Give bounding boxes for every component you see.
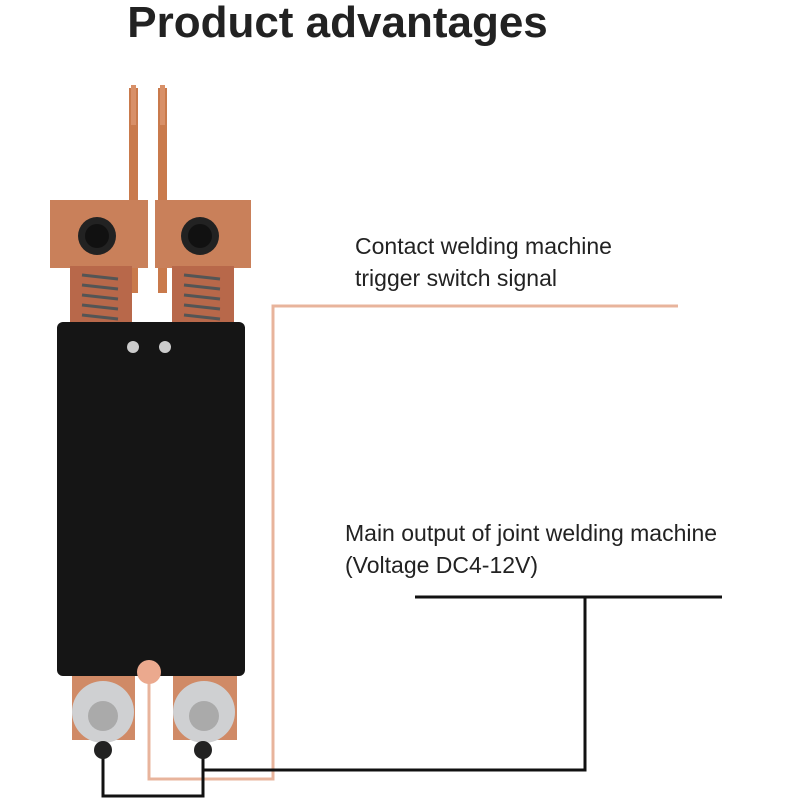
page-title: Product advantages xyxy=(127,0,548,47)
output-line xyxy=(101,595,722,798)
output-terminals xyxy=(72,676,237,743)
pen-body xyxy=(57,322,245,676)
main-output-annotation: Main output of joint welding machine (Vo… xyxy=(345,517,717,581)
annotation-line: trigger switch signal xyxy=(355,265,557,291)
springs xyxy=(81,273,221,321)
trigger-signal-annotation: Contact welding machine trigger switch s… xyxy=(355,230,612,294)
signal-line xyxy=(147,304,678,781)
copper-holders xyxy=(50,200,251,328)
electrode-tips xyxy=(129,85,167,293)
annotation-line: (Voltage DC4-12V) xyxy=(345,552,539,578)
annotation-line: Main output of joint welding machine xyxy=(345,520,718,546)
signal-connector-dot xyxy=(137,660,161,684)
annotation-line: Contact welding machine xyxy=(355,233,612,259)
terminal-dot-left xyxy=(94,741,112,759)
terminal-dot-right xyxy=(194,741,212,759)
